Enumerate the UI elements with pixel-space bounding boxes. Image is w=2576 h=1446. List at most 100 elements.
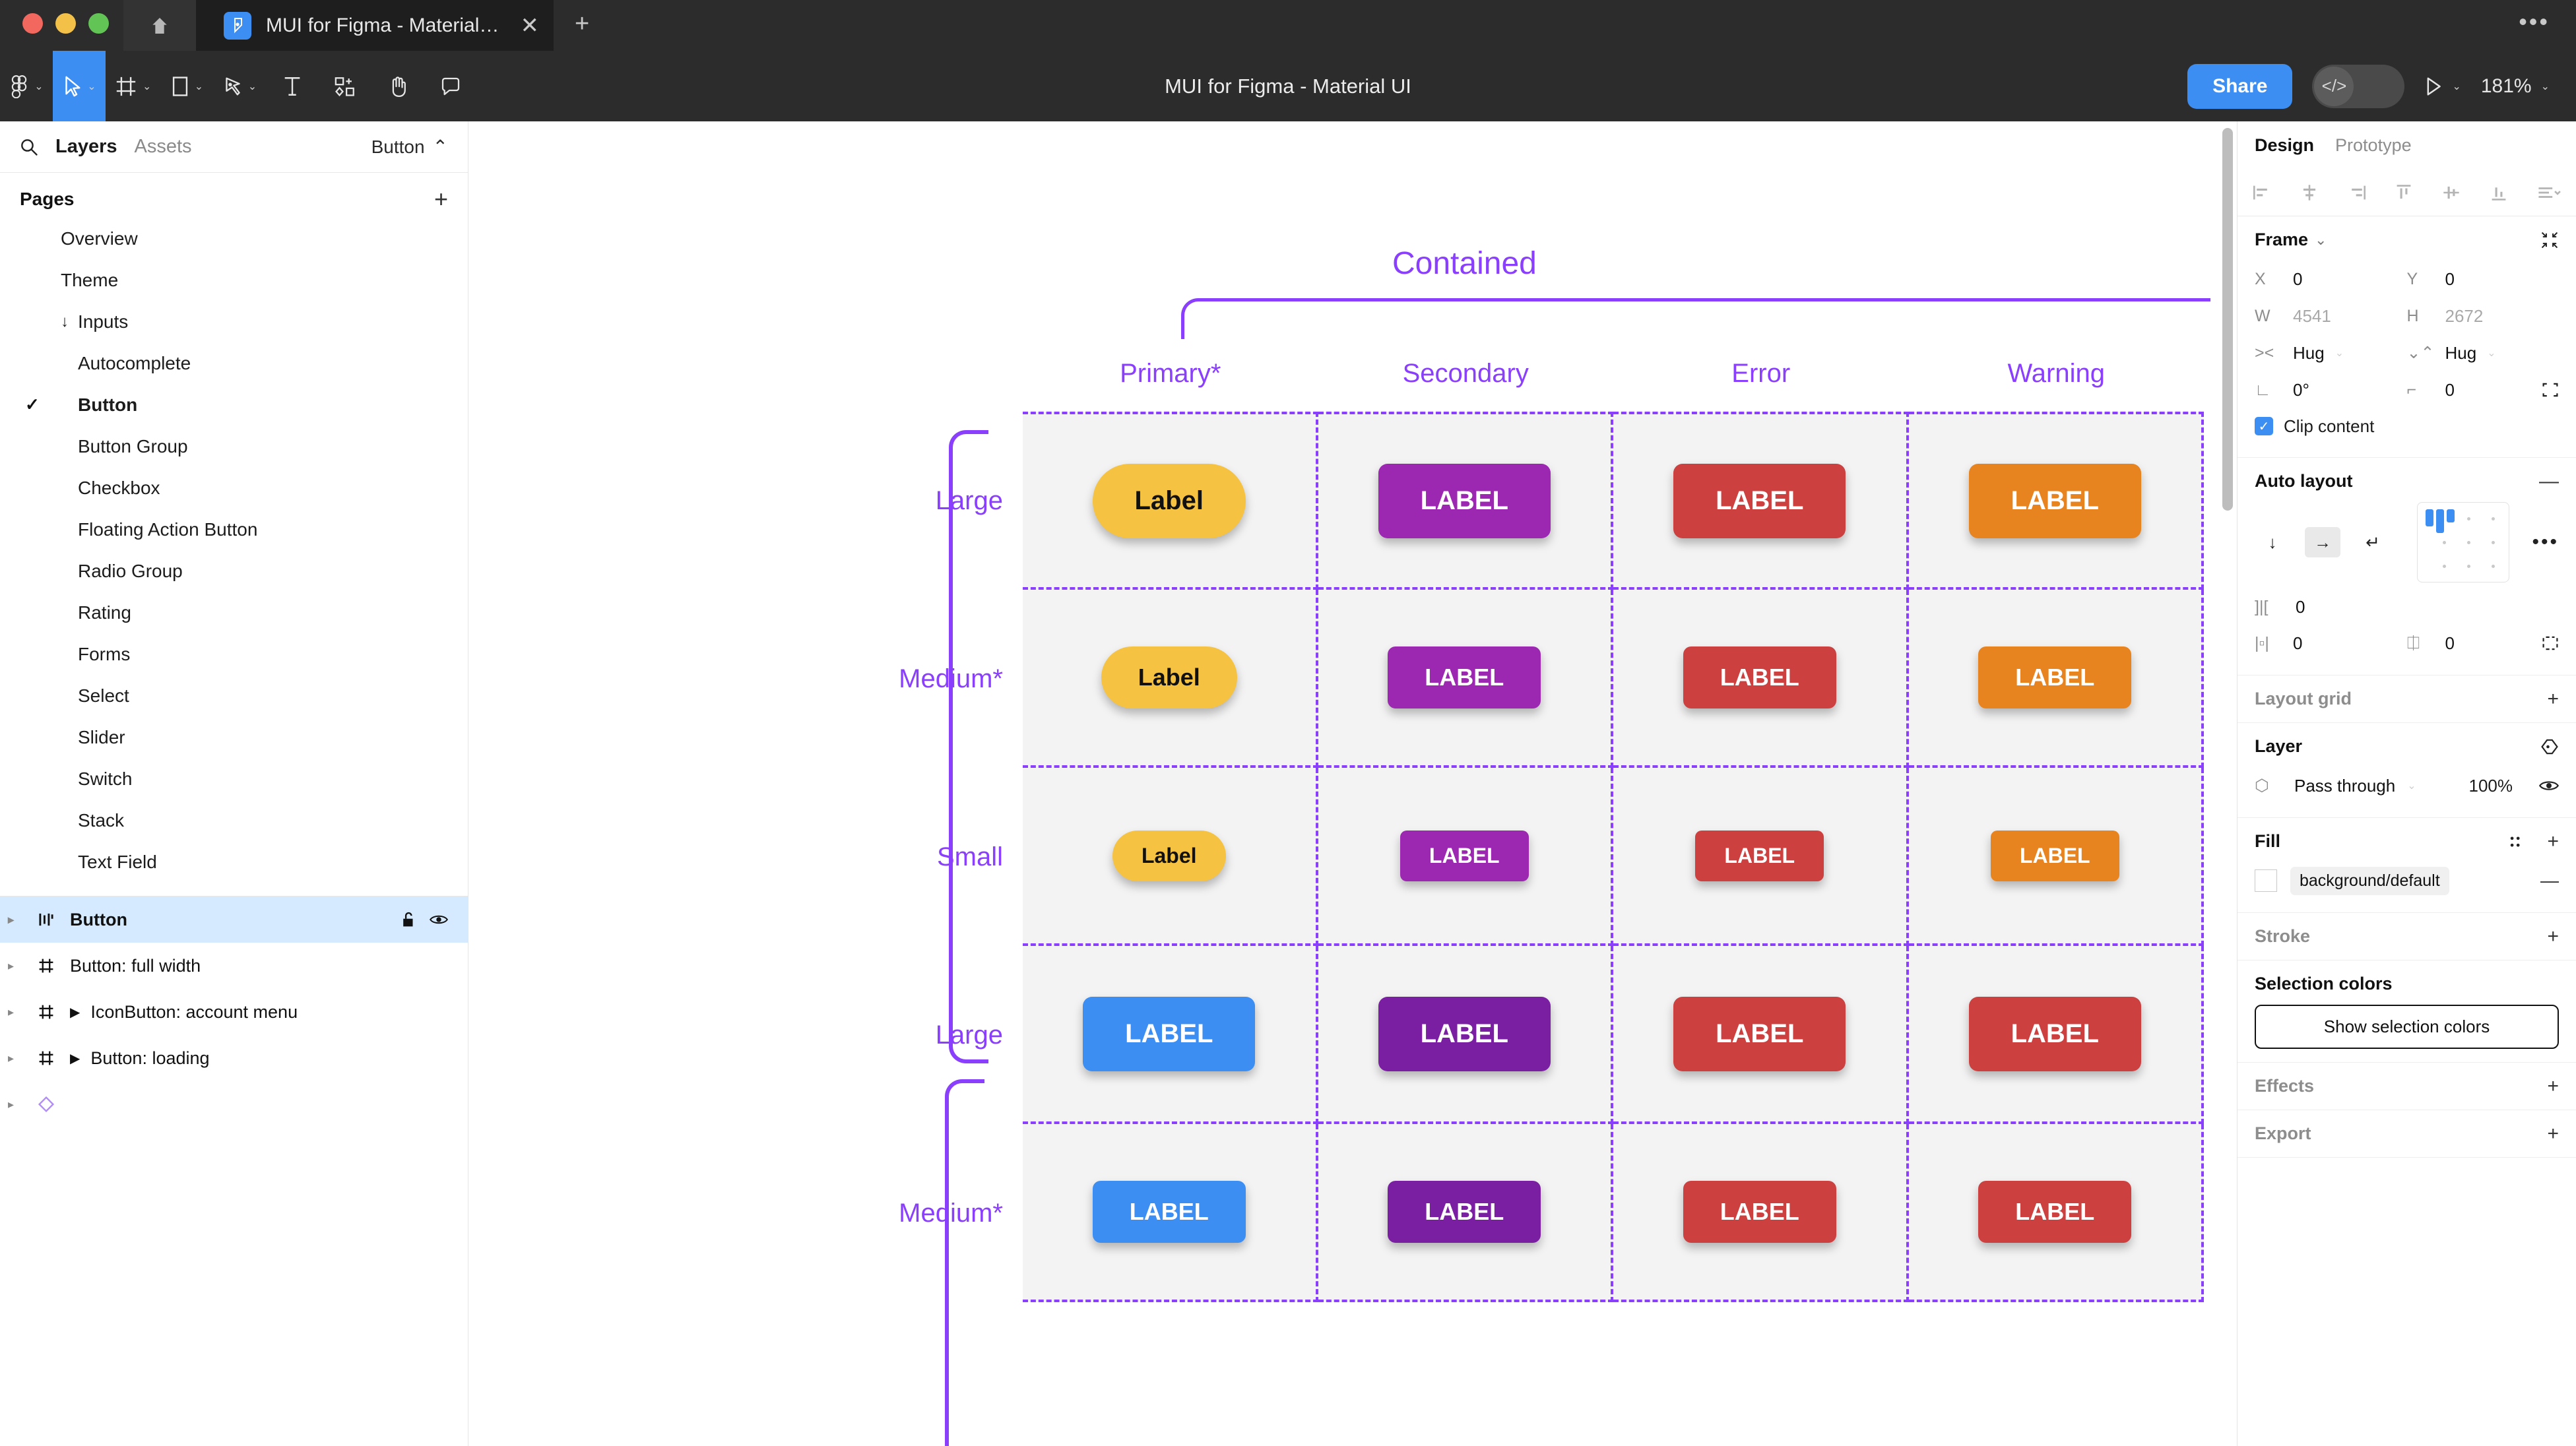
browser-tab[interactable]: MUI for Figma - Material UI ✕: [196, 0, 554, 51]
remove-fill-button[interactable]: —: [2540, 870, 2559, 891]
unlock-icon[interactable]: [401, 911, 416, 928]
page-item[interactable]: ✓Button: [0, 384, 468, 425]
page-item[interactable]: Overview: [0, 218, 468, 259]
material-button[interactable]: Label: [1101, 646, 1237, 708]
material-button[interactable]: LABEL: [1673, 996, 1846, 1071]
page-item[interactable]: Button Group: [0, 425, 468, 467]
material-button[interactable]: LABEL: [1092, 1181, 1246, 1243]
horizontal-padding-field[interactable]: |▫| 0: [2255, 625, 2407, 662]
fill-style-token[interactable]: background/default: [2290, 866, 2449, 895]
alignment-pad[interactable]: [2417, 502, 2509, 582]
align-left-icon[interactable]: [2252, 184, 2272, 201]
layer-expand-icon[interactable]: ▸: [8, 1051, 15, 1065]
zoom-control[interactable]: 181% ⌄: [2481, 75, 2550, 98]
width-field[interactable]: W 4541: [2255, 298, 2407, 334]
material-button[interactable]: LABEL: [1388, 1181, 1541, 1243]
y-field[interactable]: Y 0: [2407, 261, 2560, 298]
corner-radius-field[interactable]: ⌐ 0: [2407, 371, 2560, 408]
direction-vertical-button[interactable]: ↓: [2268, 532, 2277, 552]
independent-corners-icon[interactable]: [2542, 381, 2559, 398]
page-item[interactable]: Text Field: [0, 841, 468, 883]
x-field[interactable]: X 0: [2255, 261, 2407, 298]
clip-content-checkbox[interactable]: ✓: [2255, 417, 2273, 435]
frame-tool-button[interactable]: ⌄: [106, 51, 160, 121]
layer-row[interactable]: ▸Button: [0, 896, 468, 943]
clip-content-row[interactable]: ✓ Clip content: [2255, 408, 2559, 444]
move-tool-button[interactable]: ⌄: [53, 51, 106, 121]
gap-value[interactable]: 0: [2296, 596, 2305, 617]
maximize-window-button[interactable]: [88, 13, 109, 34]
close-tab-icon[interactable]: ✕: [520, 13, 540, 38]
collapse-icon[interactable]: [2540, 231, 2559, 249]
align-horizontal-center-icon[interactable]: [2300, 184, 2319, 201]
remove-auto-layout-button[interactable]: —: [2539, 470, 2559, 492]
present-button[interactable]: ⌄: [2424, 77, 2461, 96]
material-button[interactable]: LABEL: [1968, 996, 2141, 1071]
material-button[interactable]: LABEL: [1968, 463, 2141, 538]
show-selection-colors-button[interactable]: Show selection colors: [2255, 1005, 2559, 1049]
height-field[interactable]: H 2672: [2407, 298, 2560, 334]
close-window-button[interactable]: [22, 13, 43, 34]
vertical-padding-field[interactable]: ⎅ 0: [2407, 625, 2560, 662]
material-button[interactable]: LABEL: [1978, 646, 2132, 708]
layer-sub-expand-icon[interactable]: ▶: [70, 1051, 80, 1066]
align-right-icon[interactable]: [2347, 184, 2367, 201]
text-tool-button[interactable]: [266, 51, 319, 121]
add-page-button[interactable]: +: [434, 185, 448, 212]
layer-row[interactable]: ▸Button: full width: [0, 943, 468, 989]
page-item[interactable]: Slider: [0, 716, 468, 758]
page-item[interactable]: Radio Group: [0, 550, 468, 592]
search-icon[interactable]: [20, 138, 38, 156]
figma-menu-button[interactable]: ⌄: [0, 51, 53, 121]
page-item[interactable]: Select: [0, 675, 468, 716]
dev-mode-toggle[interactable]: </>: [2312, 64, 2405, 108]
individual-padding-icon[interactable]: [2542, 635, 2559, 652]
page-selector[interactable]: Button ⌃: [371, 136, 448, 158]
layer-expand-icon[interactable]: ▸: [8, 1097, 15, 1111]
align-vertical-center-icon[interactable]: [2441, 184, 2461, 201]
direction-wrap-button[interactable]: ↵: [2366, 532, 2380, 552]
add-stroke-button[interactable]: +: [2547, 925, 2559, 947]
material-button[interactable]: LABEL: [1083, 996, 1256, 1071]
page-item[interactable]: Forms: [0, 633, 468, 675]
layer-row[interactable]: ▸▶IconButton: account menu: [0, 989, 468, 1035]
page-item[interactable]: Rating: [0, 592, 468, 633]
layer-row[interactable]: ▸: [0, 1081, 468, 1127]
add-layout-grid-button[interactable]: +: [2547, 687, 2559, 710]
minimize-window-button[interactable]: [55, 13, 76, 34]
eye-icon[interactable]: [2539, 778, 2559, 793]
pen-tool-button[interactable]: ⌄: [213, 51, 266, 121]
auto-layout-more-button[interactable]: •••: [2532, 531, 2559, 553]
page-item[interactable]: Autocomplete: [0, 342, 468, 384]
material-button[interactable]: LABEL: [1673, 463, 1846, 538]
styles-icon[interactable]: [2506, 833, 2523, 850]
material-button[interactable]: LABEL: [1378, 463, 1551, 538]
canvas-vertical-scrollbar[interactable]: [2222, 128, 2233, 511]
material-button[interactable]: LABEL: [1378, 996, 1551, 1071]
fill-color-swatch[interactable]: [2255, 869, 2277, 892]
opacity-value[interactable]: 100%: [2468, 775, 2513, 796]
material-button[interactable]: LABEL: [1695, 830, 1824, 881]
page-item[interactable]: Floating Action Button: [0, 509, 468, 550]
horizontal-resizing-field[interactable]: >< Hug ⌄: [2255, 334, 2407, 371]
add-export-button[interactable]: +: [2547, 1122, 2559, 1145]
material-button[interactable]: LABEL: [1978, 1181, 2132, 1243]
shape-tool-button[interactable]: ⌄: [160, 51, 213, 121]
material-button[interactable]: LABEL: [1388, 646, 1541, 708]
page-item[interactable]: ↓Inputs: [0, 301, 468, 342]
material-button[interactable]: LABEL: [1990, 830, 2119, 881]
layer-row[interactable]: ▸▶Button: loading: [0, 1035, 468, 1081]
layer-sub-expand-icon[interactable]: ▶: [70, 1005, 80, 1020]
tab-prototype[interactable]: Prototype: [2335, 135, 2412, 155]
share-button[interactable]: Share: [2187, 63, 2293, 109]
material-button[interactable]: LABEL: [1683, 646, 1836, 708]
layer-expand-icon[interactable]: ▸: [8, 959, 15, 972]
comment-tool-button[interactable]: [424, 51, 477, 121]
tab-design[interactable]: Design: [2255, 135, 2315, 155]
canvas-frame-label[interactable]: Contained: [1392, 246, 1537, 281]
window-overflow-menu[interactable]: •••: [2519, 8, 2550, 35]
layer-settings-icon[interactable]: [2540, 738, 2559, 755]
material-button[interactable]: Label: [1092, 463, 1246, 538]
material-button[interactable]: Label: [1112, 830, 1226, 881]
